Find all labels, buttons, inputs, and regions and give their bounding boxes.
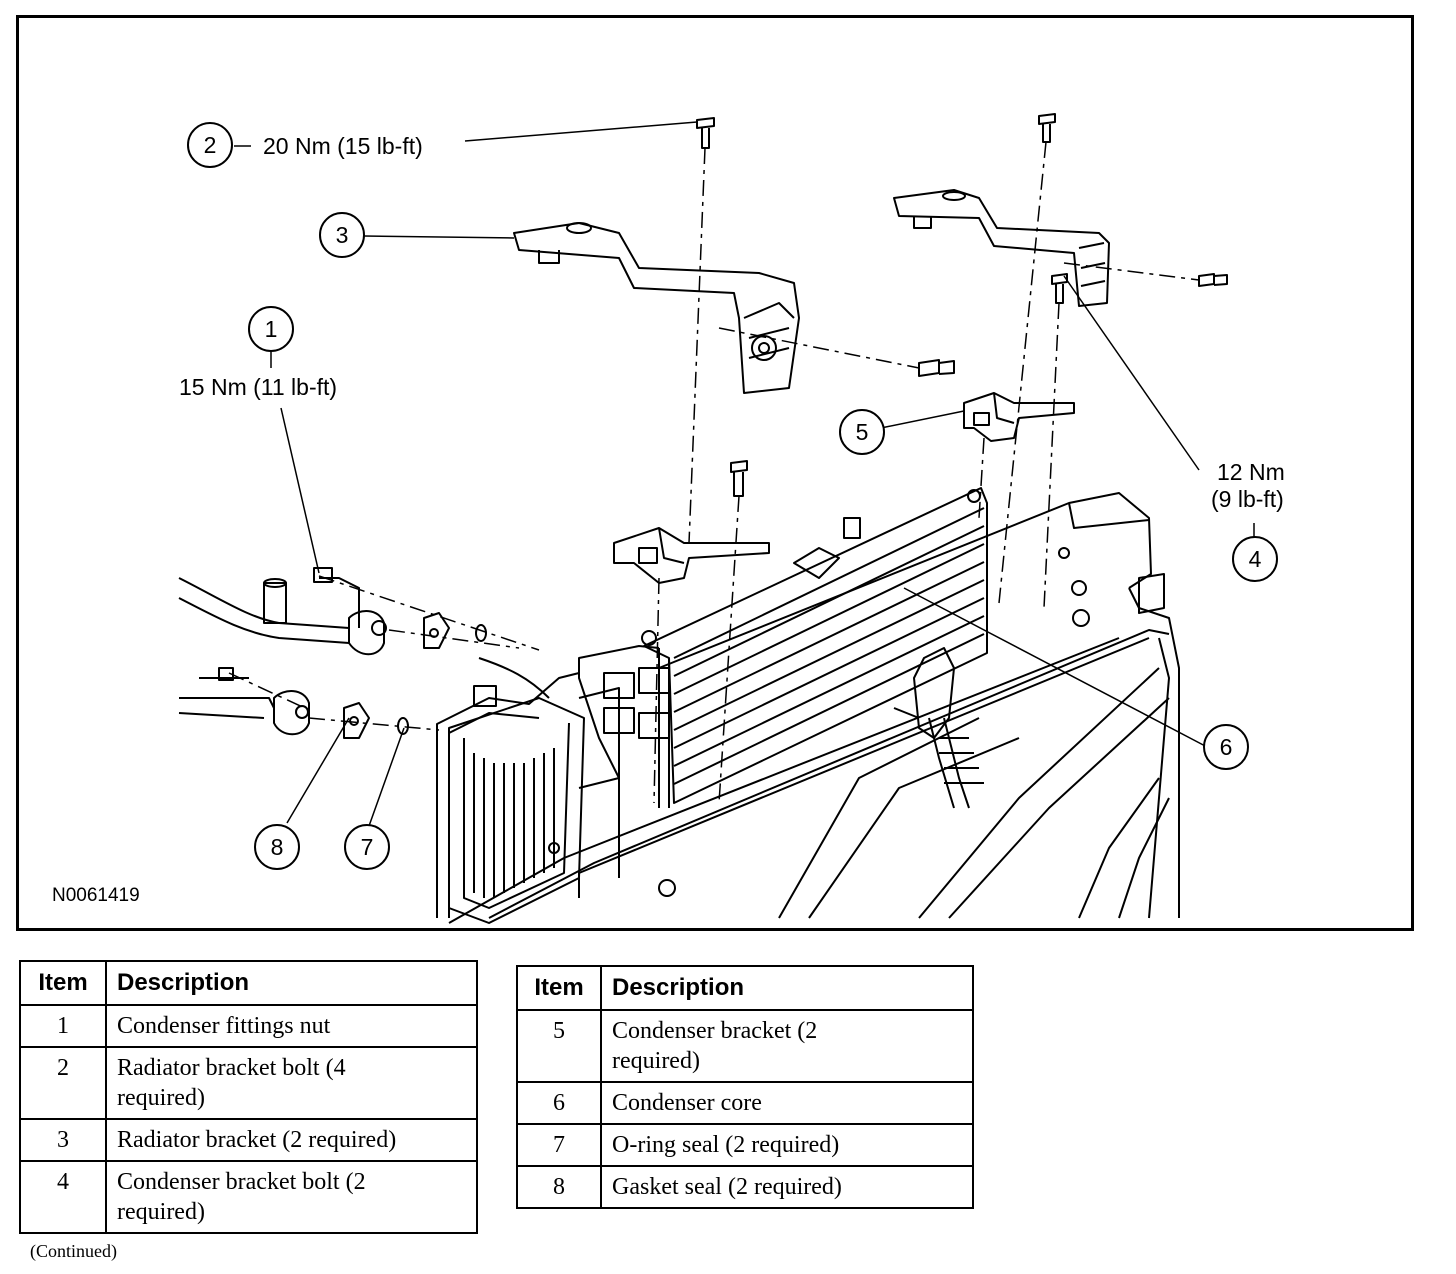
torque-label-2: 20 Nm (15 lb-ft) [263, 133, 423, 159]
callout-circle-3 [319, 212, 365, 258]
table-header-row: Item Description [516, 965, 974, 1011]
item-description: Radiator bracket bolt (4 required) [105, 1046, 478, 1120]
callout-number-3: 3 [336, 222, 349, 248]
item-number: 7 [516, 1123, 602, 1167]
condenser-bracket-right [963, 392, 1075, 442]
item-number: 6 [516, 1081, 602, 1125]
table-row: 3 Radiator bracket (2 required) [19, 1118, 478, 1162]
item-number: 2 [19, 1046, 107, 1120]
callout-number-8: 8 [271, 834, 284, 860]
table-row: 2 Radiator bracket bolt (4 required) [19, 1046, 478, 1120]
table-row: 5 Condenser bracket (2 required) [516, 1009, 974, 1083]
item-description: Condenser bracket (2 required) [600, 1009, 974, 1083]
header-description: Description [105, 960, 478, 1006]
radiator-support [436, 492, 1180, 924]
description-line: Condenser bracket bolt (2 [117, 1169, 366, 1195]
callout-number-2: 2 [204, 132, 217, 158]
callout-circle-2 [187, 122, 233, 168]
center-lines [228, 141, 1200, 804]
header-item: Item [516, 965, 602, 1011]
callout-number-6: 6 [1220, 734, 1233, 760]
continued-note: (Continued) [30, 1241, 117, 1261]
item-description: O-ring seal (2 required) [600, 1123, 974, 1167]
callout-circle-8 [254, 824, 300, 870]
table-row: 6 Condenser core [516, 1081, 974, 1125]
table-row: 4 Condenser bracket bolt (2 required) [19, 1160, 478, 1234]
item-description: Condenser bracket bolt (2 required) [105, 1160, 478, 1234]
callout-circle-1 [248, 306, 294, 352]
refrigerant-lines [178, 567, 550, 739]
callout-circles [187, 122, 1278, 870]
callout-circle-6 [1203, 724, 1249, 770]
description-line: Radiator bracket bolt (4 [117, 1055, 346, 1081]
callout-number-1: 1 [265, 316, 278, 342]
header-item: Item [19, 960, 107, 1006]
item-number: 4 [19, 1160, 107, 1234]
torque-label-4-line1: 12 Nm [1217, 459, 1285, 485]
item-number: 3 [19, 1118, 107, 1162]
condenser-core [641, 487, 988, 808]
item-description: Condenser core [600, 1081, 974, 1125]
callout-circle-7 [344, 824, 390, 870]
item-number: 1 [19, 1004, 107, 1048]
figure-id: N0061419 [52, 885, 140, 906]
bolt-group [696, 113, 1228, 497]
radiator-bracket-right [893, 189, 1110, 307]
callout-circle-4 [1232, 536, 1278, 582]
table-row: 8 Gasket seal (2 required) [516, 1165, 974, 1209]
item-number: 8 [516, 1165, 602, 1209]
radiator-tank [448, 667, 670, 924]
legend-table-right: Item Description 5 Condenser bracket (2 r… [516, 965, 974, 1209]
torque-label-4-line2: (9 lb-ft) [1211, 486, 1284, 512]
item-description: Condenser fittings nut [105, 1004, 478, 1048]
callout-number-7: 7 [361, 834, 374, 860]
legend-table-left: Item Description 1 Condenser fittings nu… [19, 960, 478, 1234]
description-line: Condenser bracket (2 [612, 1018, 818, 1044]
diagram-drawing: 2 3 1 5 4 6 8 7 20 Nm (15 lb-ft) 15 Nm (… [52, 113, 1285, 924]
hood-latch [893, 647, 984, 809]
condenser-bracket-left [613, 527, 770, 584]
table-row: 7 O-ring seal (2 required) [516, 1123, 974, 1167]
radiator-bracket-left [513, 222, 800, 394]
callout-circle-5 [839, 409, 885, 455]
header-description: Description [600, 965, 974, 1011]
callout-number-5: 5 [856, 419, 869, 445]
torque-label-1: 15 Nm (11 lb-ft) [179, 374, 337, 400]
item-description: Radiator bracket (2 required) [105, 1118, 478, 1162]
table-row: 1 Condenser fittings nut [19, 1004, 478, 1048]
leader-lines [234, 121, 1255, 827]
description-line: required) [117, 1199, 205, 1225]
callout-number-4: 4 [1249, 546, 1262, 572]
table-header-row: Item Description [19, 960, 478, 1006]
description-line: required) [117, 1085, 205, 1111]
item-description: Gasket seal (2 required) [600, 1165, 974, 1209]
exploded-diagram: 2 3 1 5 4 6 8 7 20 Nm (15 lb-ft) 15 Nm (… [16, 15, 1414, 931]
item-number: 5 [516, 1009, 602, 1083]
description-line: required) [612, 1048, 700, 1074]
